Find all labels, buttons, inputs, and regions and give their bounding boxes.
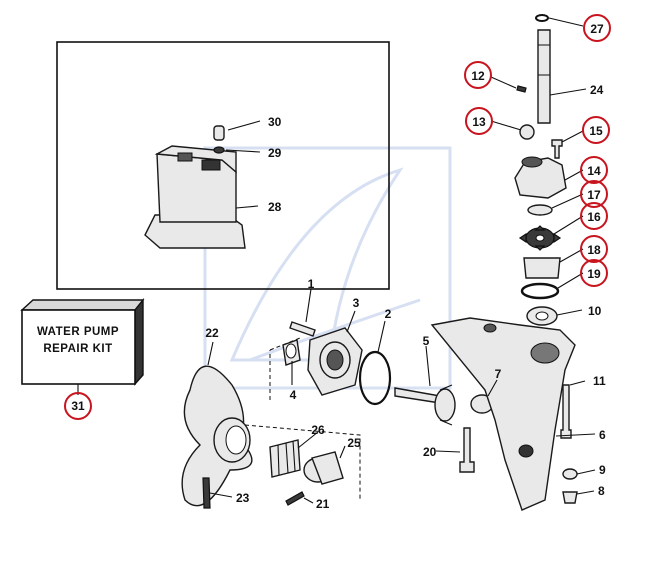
part-19-plate [520,282,560,300]
part-12-screw [516,85,527,93]
label-25: 25 [347,436,361,450]
label-7: 7 [495,367,502,381]
label-5: 5 [423,334,430,348]
label-22: 22 [205,326,219,340]
part-labels: 30 29 28 31 1 3 2 4 5 7 11 6 9 8 10 20 2… [71,22,606,511]
label-10: 10 [588,304,602,318]
label-3: 3 [353,296,360,310]
kit-label-line2: REPAIR KIT [43,343,112,355]
label-16: 16 [587,210,601,224]
inset-frame [56,41,390,290]
part-6-gearcase [430,317,576,511]
label-29: 29 [268,146,282,160]
label-27: 27 [590,22,604,36]
leader-lines [77,17,596,504]
part-22-propeller [181,365,253,507]
label-15: 15 [589,124,603,138]
label-26: 26 [311,423,325,437]
label-14: 14 [587,164,601,178]
part-27-o-ring [535,14,549,22]
part-25-adapter [303,451,344,485]
label-21: 21 [316,497,330,511]
part-10-seal [526,306,558,326]
part-20-bolt [459,427,475,473]
label-18: 18 [587,243,601,257]
label-30: 30 [268,115,282,129]
label-6: 6 [599,428,606,442]
label-11: 11 [593,374,606,388]
kit-label-line1: WATER PUMP [37,326,119,338]
part-18-impeller-liner [523,257,561,279]
part-29-seal [213,146,225,154]
part-24-drive-shaft [537,29,551,124]
part-4-bushing [282,339,301,366]
label-13: 13 [472,115,486,129]
label-23: 23 [236,491,250,505]
label-20: 20 [423,445,437,459]
part-9-washer [562,468,578,480]
label-12: 12 [471,69,485,83]
part-13-grommet [519,124,535,140]
part-3-bearing-housing [307,327,363,396]
label-4: 4 [290,388,297,402]
part-5-gear-shaft [394,384,456,426]
label-19: 19 [587,267,601,281]
label-17: 17 [587,188,601,202]
part-14-pump-housing [514,156,567,199]
part-30-pin [213,125,225,141]
label-2: 2 [385,307,392,321]
part-15-screw [551,139,563,159]
label-8: 8 [598,484,605,498]
part-8-plug [562,491,578,504]
part-11-bolt [560,384,572,439]
water-pump-repair-kit-box: WATER PUMP REPAIR KIT [20,298,145,386]
label-31: 31 [71,399,85,413]
label-1: 1 [308,277,315,291]
part-16-impeller [518,225,562,251]
part-2-o-ring [358,350,392,406]
label-24: 24 [590,83,604,97]
label-28: 28 [268,200,282,214]
part-1-screw [289,321,316,337]
part-23-cotter-pin [202,477,211,509]
label-9: 9 [599,463,606,477]
part-17-gasket [527,204,553,216]
part-28-housing [144,145,246,249]
highlight-circles [64,14,611,420]
part-26-thrust-bushing [269,439,301,478]
part-21-shear-pin [285,491,305,506]
